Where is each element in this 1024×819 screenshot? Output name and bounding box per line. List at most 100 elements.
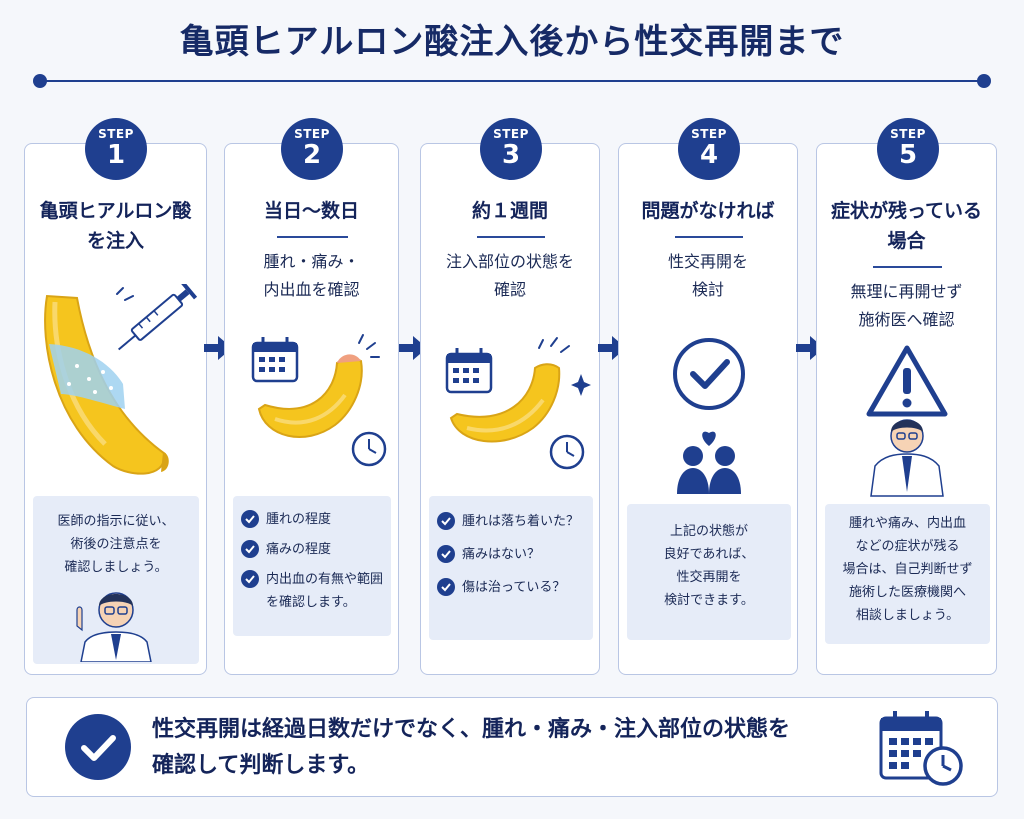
check-circle-icon: [241, 540, 259, 558]
info-line: 相談しましょう。: [855, 608, 960, 623]
step-card-2: STEP 2 当日〜数日 腫れ・痛み・ 内出血を確認: [224, 118, 399, 675]
check-item-text: 内出血の有無や範囲を確認します。: [266, 572, 384, 610]
step-illustration-1: [25, 281, 206, 484]
doctor-icon: [76, 592, 152, 662]
heading-underline: [477, 236, 545, 238]
step-badge-label: STEP: [890, 127, 926, 141]
step-badge-3: STEP 3: [480, 118, 542, 180]
step-heading-line: 問題がなければ: [641, 200, 775, 222]
check-item-text: 痛みはない？: [462, 547, 541, 562]
info-line: 確認しましょう。: [64, 560, 168, 575]
heading-underline: [675, 236, 743, 238]
subtext-line: 内出血を確認: [263, 280, 360, 299]
check-item-text: 痛みの程度: [266, 542, 332, 557]
check-circle-icon: [437, 545, 455, 563]
summary-text: 性交再開は経過日数だけでなく、腫れ・痛み・注入部位の状態を 確認して判断します。: [152, 712, 872, 784]
info-line: 医師の指示に従い、: [57, 514, 175, 529]
step-badge-5: STEP 5: [877, 118, 939, 180]
step-heading-line: 症状が残っている: [830, 200, 983, 222]
check-circle-icon: [673, 338, 745, 410]
calendar-clock-icon: [879, 711, 963, 786]
check-item-text: 傷は治っている？: [462, 580, 566, 595]
subtext-line: 注入部位の状態を: [445, 252, 574, 271]
step-subtext: 性交再開を 検討: [619, 248, 797, 304]
check-circle-icon: [437, 512, 455, 530]
banana-icon: [449, 363, 561, 443]
step-subtext: 注入部位の状態を 確認: [421, 248, 599, 304]
banana-icon: [257, 354, 363, 438]
step-illustration-5: [817, 344, 996, 504]
step-info-box: 腫れや痛み、内出血 などの症状が残る 場合は、自己判断せず 施術した医療機関へ …: [825, 504, 990, 644]
check-item: 痛みはない？: [437, 543, 585, 566]
doctor-icon: [870, 419, 944, 497]
step-badge-label: STEP: [98, 127, 134, 141]
info-line: 検討できます。: [664, 593, 754, 608]
subtext-line: 性交再開を: [667, 252, 748, 271]
check-item-text: 腫れの程度: [266, 512, 332, 527]
step-card-4: STEP 4 問題がなければ 性交再開を 検討 上記の状態が 良好であれば、 性…: [618, 118, 798, 675]
step-heading-line: 約１週間: [471, 200, 548, 222]
info-line: 施術した医療機関へ: [848, 585, 966, 600]
step-heading: 問題がなければ: [619, 196, 797, 226]
banana-icon: [44, 294, 169, 475]
heart-icon: [702, 431, 716, 446]
info-line: 場合は、自己判断せず: [842, 562, 973, 577]
check-item: 腫れの程度: [241, 508, 383, 531]
step-illustration-2: [225, 329, 398, 489]
info-line: 良好であれば、: [663, 547, 755, 562]
calendar-icon: [445, 348, 493, 394]
check-circle-icon: [241, 570, 259, 588]
step-heading: 症状が残っている 場合: [817, 196, 996, 256]
subtext-line: 無理に再開せず: [850, 282, 963, 301]
warning-icon: [866, 345, 948, 417]
step-heading-line: 当日〜数日: [263, 200, 359, 222]
heading-underline: [873, 266, 942, 268]
info-line: 腫れや痛み、内出血: [848, 516, 966, 531]
step-number: 5: [898, 140, 918, 170]
check-item-text: 腫れは落ち着いた？: [462, 514, 580, 529]
step-checklist: 腫れの程度 痛みの程度 内出血の有無や範囲を確認します。: [233, 496, 391, 636]
step-illustration-3: [421, 334, 599, 489]
calendar-icon: [251, 337, 299, 383]
step-info-box: 上記の状態が 良好であれば、 性交再開を 検討できます。: [627, 504, 791, 640]
clock-icon: [549, 434, 585, 470]
step-badge-2: STEP 2: [281, 118, 343, 180]
check-item: 傷は治っている？: [437, 576, 585, 599]
info-line: 術後の注意点を: [70, 537, 162, 552]
step-badge-4: STEP 4: [678, 118, 740, 180]
info-line: 性交再開を: [676, 570, 742, 585]
couple-icon: [677, 446, 741, 494]
summary-panel: 性交再開は経過日数だけでなく、腫れ・痛み・注入部位の状態を 確認して判断します。: [26, 697, 998, 797]
step-info-box: 医師の指示に従い、 術後の注意点を 確認しましょう。: [33, 496, 199, 664]
step-heading: 亀頭ヒアルロン酸 を注入: [25, 196, 206, 256]
sparkle-icon: [571, 374, 591, 396]
step-badge-label: STEP: [294, 127, 330, 141]
step-heading: 当日〜数日: [225, 196, 398, 226]
step-badge-label: STEP: [493, 127, 529, 141]
step-checklist: 腫れは落ち着いた？ 痛みはない？ 傷は治っている？: [429, 496, 593, 640]
subtext-line: 確認: [493, 280, 526, 299]
title-divider: [40, 80, 984, 82]
page-title: 亀頭ヒアルロン酸注入後から性交再開まで: [179, 22, 845, 62]
check-item: 腫れは落ち着いた？: [437, 510, 585, 533]
check-circle-icon: [437, 578, 455, 596]
step-heading-line: を注入: [86, 230, 144, 252]
subtext-line: 検討: [691, 280, 724, 299]
check-item: 痛みの程度: [241, 538, 383, 561]
step-subtext: 腫れ・痛み・ 内出血を確認: [225, 248, 398, 304]
step-card-5: STEP 5 症状が残っている 場合 無理に再開せず 施術医へ確認: [816, 118, 997, 675]
clock-icon: [351, 431, 387, 467]
title-line-dot-right: [977, 74, 991, 88]
step-card-1: STEP 1 亀頭ヒアルロン酸 を注入: [24, 118, 207, 675]
step-illustration-4: [619, 334, 797, 494]
step-number: 1: [106, 140, 126, 170]
summary-line: 確認して判断します。: [152, 753, 370, 778]
heading-underline: [277, 236, 348, 238]
step-heading-line: 亀頭ヒアルロン酸: [39, 200, 192, 222]
step-number: 3: [501, 140, 521, 170]
subtext-line: 腫れ・痛み・: [263, 252, 360, 271]
syringe-icon: [118, 281, 198, 351]
summary-line: 性交再開は経過日数だけでなく、腫れ・痛み・注入部位の状態を: [152, 717, 791, 742]
step-number: 4: [699, 140, 719, 170]
info-line: 上記の状態が: [669, 524, 748, 539]
